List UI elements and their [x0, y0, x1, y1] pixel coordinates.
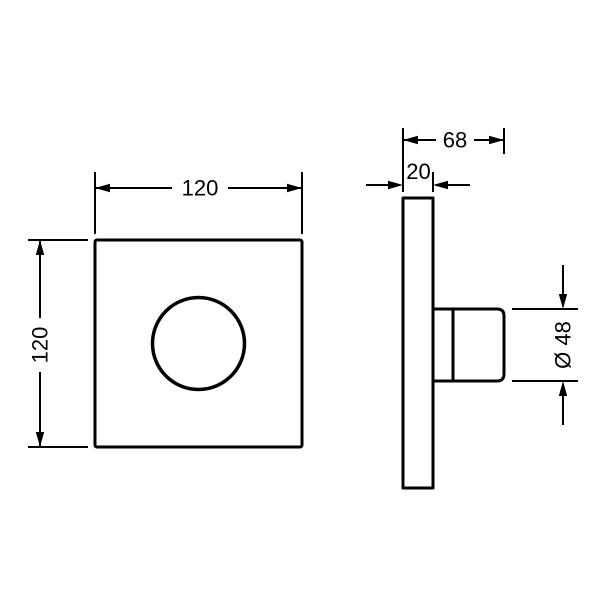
plate-depth-dimension: 20: [366, 159, 470, 192]
knob-diameter-dimension-label: Ø 48: [551, 321, 576, 369]
arrowhead-right-icon: [287, 183, 302, 193]
front-view: [93, 238, 304, 449]
handle-knob-circle: [150, 295, 247, 392]
knob-diameter-dimension: Ø 48: [512, 265, 578, 425]
height-dimension: 120: [28, 239, 88, 448]
arrowhead-left-icon: [403, 135, 418, 145]
side-knob-outline: [431, 307, 506, 383]
plate-depth-dimension-label: 20: [406, 159, 430, 184]
width-dimension: 120: [94, 172, 303, 234]
width-dimension-label: 120: [182, 176, 219, 201]
total-depth-dimension: 68: [402, 128, 505, 192]
arrowhead-right-icon: [388, 180, 403, 190]
total-depth-dimension-label: 68: [443, 128, 467, 153]
arrowhead-down-icon: [35, 432, 45, 447]
side-plate-outline: [401, 196, 435, 490]
arrowhead-left-icon: [433, 180, 448, 190]
arrowhead-down-icon: [558, 294, 568, 309]
arrowhead-up-icon: [558, 381, 568, 396]
arrowhead-up-icon: [35, 240, 45, 255]
side-view: [401, 196, 506, 490]
height-dimension-label: 120: [28, 327, 53, 364]
front-plate-outline: [93, 238, 304, 449]
arrowhead-right-icon: [489, 135, 504, 145]
arrowhead-left-icon: [95, 183, 110, 193]
